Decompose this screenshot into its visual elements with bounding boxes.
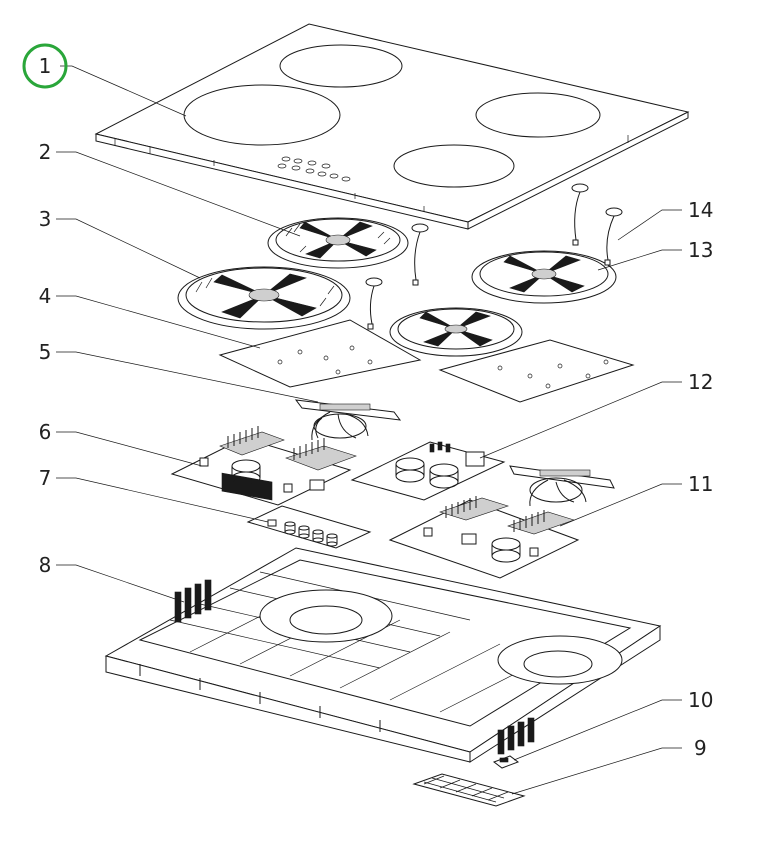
part-coil-2[interactable]	[267, 217, 409, 269]
leader-lines	[56, 65, 682, 795]
part-coil-3[interactable]	[177, 266, 351, 330]
highlight-ring	[22, 43, 68, 89]
part-plate-4[interactable]	[218, 319, 635, 403]
part-board-12[interactable]	[350, 441, 506, 501]
callout-11[interactable]: 11	[688, 472, 713, 496]
part-board-11[interactable]	[388, 496, 580, 579]
part-board-6[interactable]	[170, 426, 357, 506]
callout-1[interactable]: 1	[39, 54, 52, 78]
part-fan-small[interactable]	[509, 465, 615, 507]
callout-10[interactable]: 10	[688, 688, 713, 712]
callout-6[interactable]: 6	[39, 420, 52, 444]
callout-5[interactable]: 5	[39, 340, 52, 364]
callout-12[interactable]: 12	[688, 370, 713, 394]
part-coil-center[interactable]	[389, 307, 523, 357]
callout-8[interactable]: 8	[39, 553, 52, 577]
part-filter-9[interactable]	[412, 773, 526, 807]
part-clip-10[interactable]	[492, 755, 520, 769]
part-sensor-14[interactable]	[365, 183, 623, 330]
part-glass-top[interactable]	[94, 23, 690, 230]
callout-13[interactable]: 13	[688, 238, 713, 262]
callout-9[interactable]: 9	[694, 736, 707, 760]
callout-2[interactable]: 2	[39, 140, 52, 164]
callout-4[interactable]: 4	[39, 284, 52, 308]
callout-3[interactable]: 3	[39, 207, 52, 231]
part-base-8[interactable]	[104, 547, 662, 763]
callout-14[interactable]: 14	[688, 198, 713, 222]
part-board-7[interactable]	[246, 505, 372, 549]
part-coil-13[interactable]	[471, 250, 617, 304]
part-fan-5[interactable]	[294, 399, 402, 441]
callout-7[interactable]: 7	[39, 466, 52, 490]
